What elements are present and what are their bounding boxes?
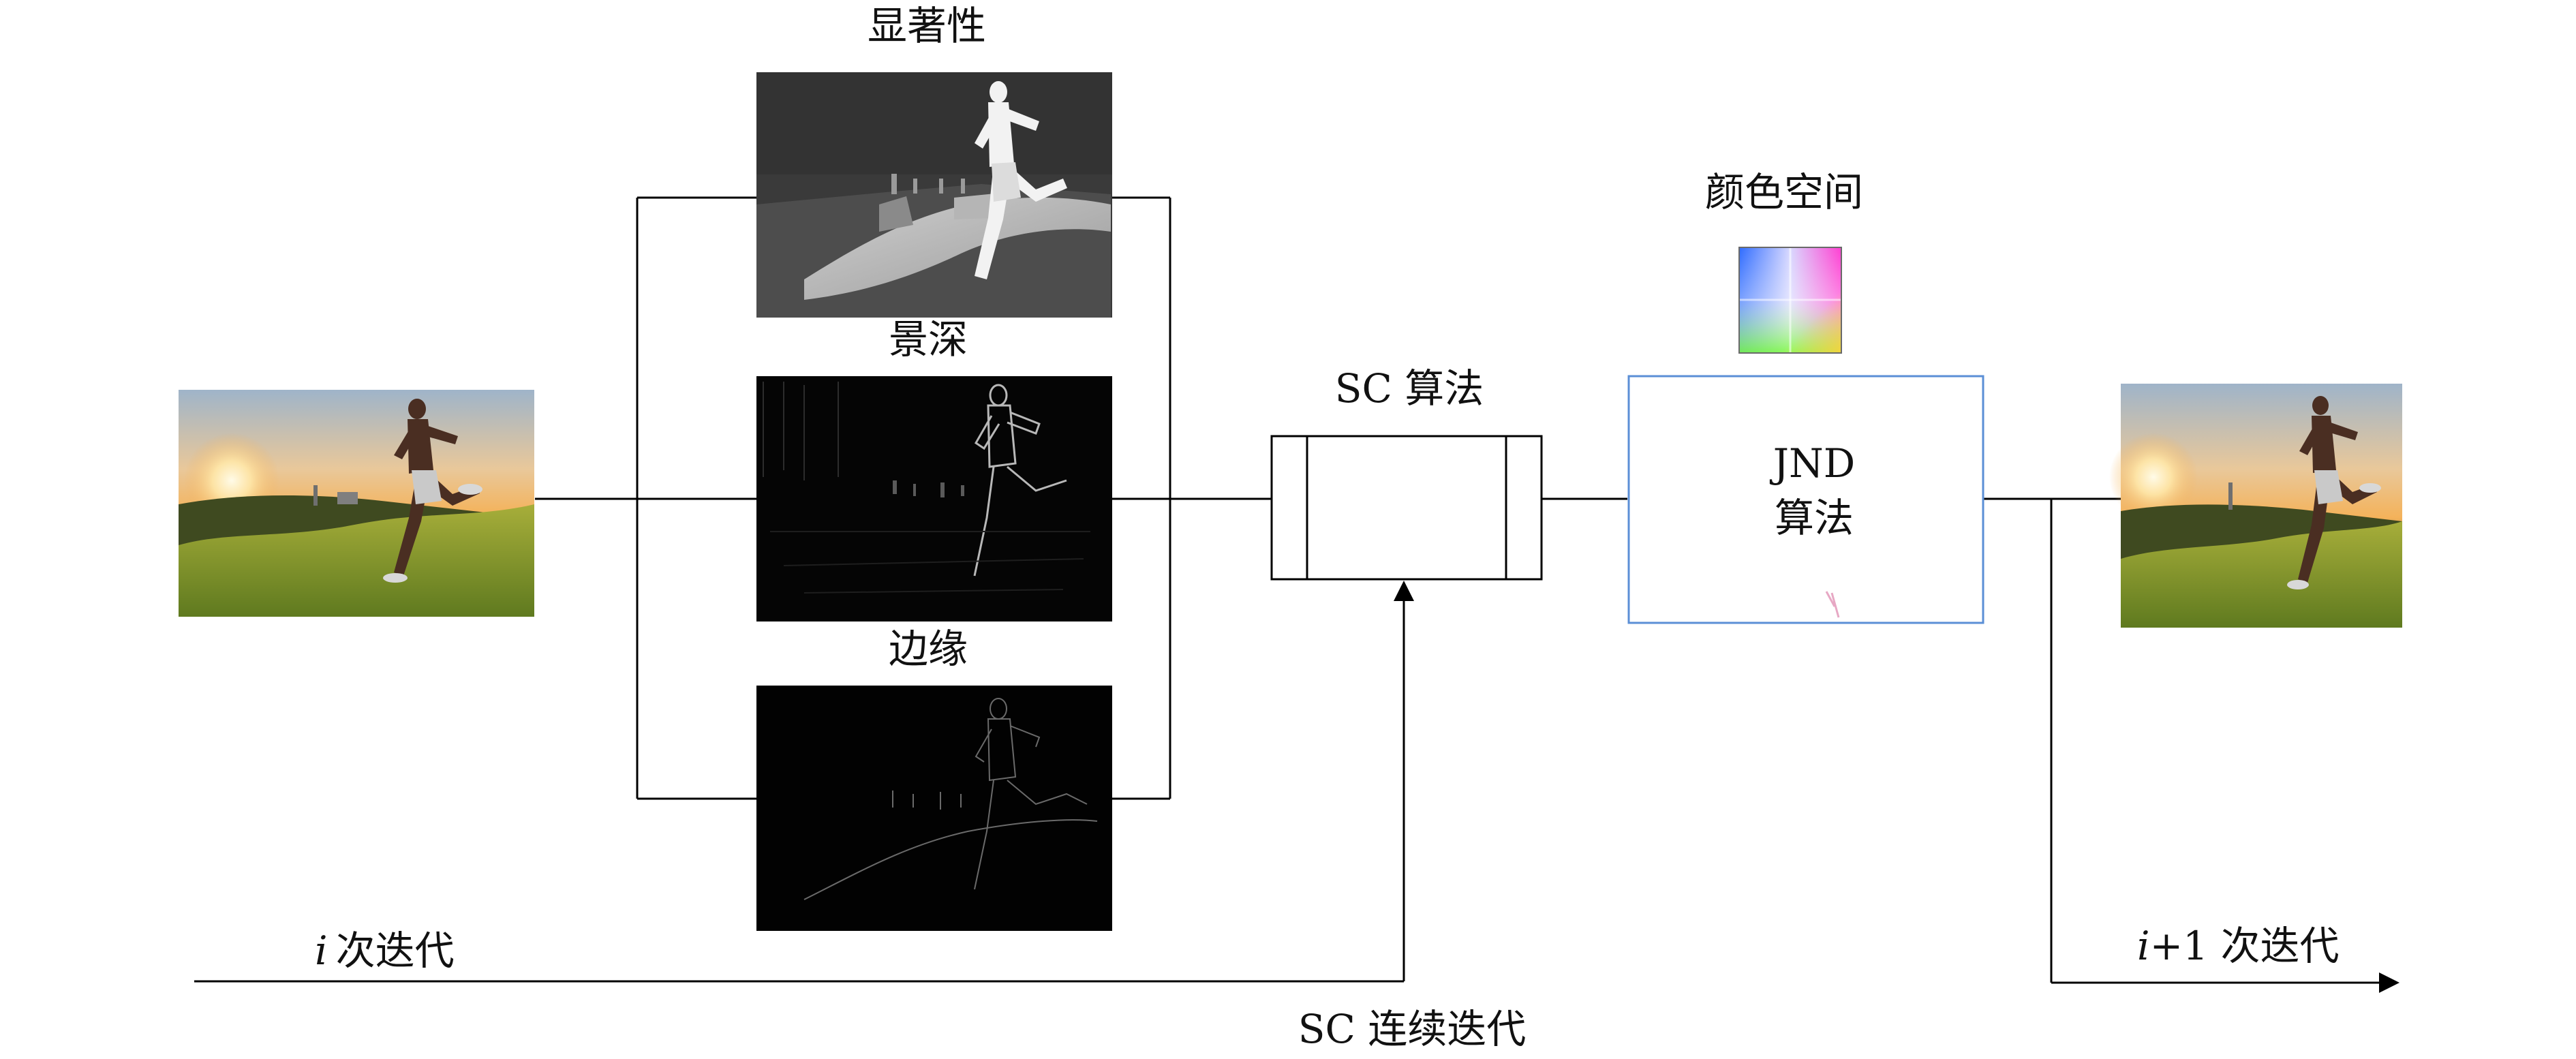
output-image [2109, 384, 2402, 628]
next-iteration-text: +1 次迭代 [2150, 923, 2340, 969]
sc-algorithm-label: SC 算法 [1335, 365, 1484, 412]
color-space-swatch [1738, 247, 1842, 354]
jnd-label-line2: 算法 [1775, 495, 1854, 541]
sc-algorithm-box [1270, 435, 1543, 581]
input-image [179, 390, 534, 617]
depth-label: 景深 [889, 316, 968, 363]
i-iteration-variable: i [315, 927, 328, 974]
next-iteration-variable: i [2137, 923, 2150, 969]
saliency-label: 显著性 [868, 3, 986, 49]
saliency-map-image [756, 72, 1112, 318]
jnd-algorithm-box [1627, 375, 1984, 624]
jnd-label-line1: JND [1770, 440, 1856, 487]
i-iteration-text: 次迭代 [336, 927, 455, 974]
color-space-label: 颜色空间 [1705, 169, 1863, 215]
depth-map-image [756, 376, 1112, 621]
sc-continuous-label: SC 连续迭代 [1298, 1006, 1527, 1052]
edge-label: 边缘 [889, 626, 968, 672]
next-iteration-label: i+1 次迭代 [2137, 923, 2340, 969]
edge-map-image [756, 686, 1112, 931]
connector-lines [194, 196, 2399, 993]
